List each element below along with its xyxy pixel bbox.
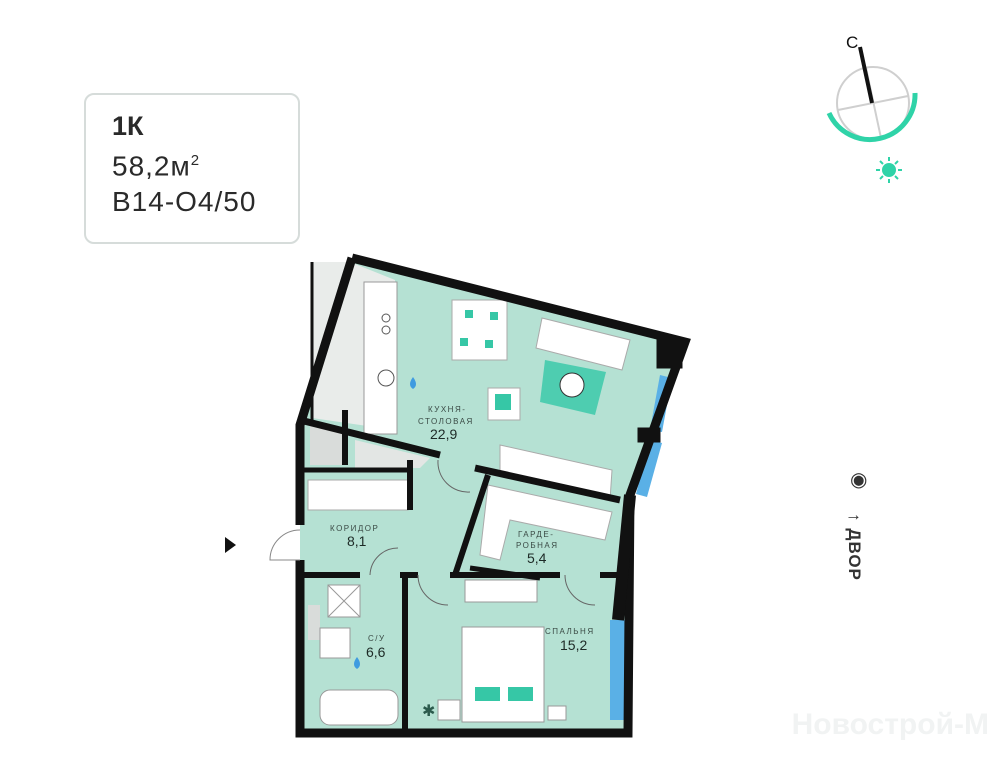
room-area-bathroom: 6,6 [366, 644, 386, 660]
room-label-corridor: КОРИДОР [330, 524, 379, 533]
kitchen-counter [363, 281, 398, 435]
room-label-bathroom: С/У [368, 634, 386, 643]
eye-icon: ◉ [850, 469, 868, 491]
room-area-corridor: 8,1 [347, 533, 367, 549]
room-area-kitchen: 22,9 [430, 426, 457, 442]
watermark: Новострой-М [791, 708, 989, 741]
room-label-wardrobe-2: РОБНАЯ [516, 541, 559, 550]
view-direction: ◉ ↑ ДВОР [842, 465, 882, 605]
sun-icon [876, 157, 902, 183]
room-area-wardrobe: 5,4 [527, 550, 547, 566]
room-label-kitchen: КУХНЯ- [428, 405, 466, 414]
walls [295, 253, 691, 738]
apartment-code: В14-О4/50 [112, 186, 257, 218]
north-label: С [846, 33, 858, 52]
apartment-type: 1К [112, 111, 144, 141]
window [610, 620, 628, 720]
sofa [535, 317, 631, 371]
window [636, 440, 662, 497]
room-label-wardrobe: ГАРДЕ- [518, 530, 554, 539]
bed [461, 626, 545, 723]
entrance-arrow-icon [225, 537, 236, 553]
door[interactable] [564, 574, 596, 606]
dining-table [451, 299, 508, 361]
entrance-door[interactable] [269, 529, 301, 561]
apartment-info-card: 1К 58,2м2 В14-О4/50 [84, 93, 300, 244]
view-label: ↑ ДВОР [844, 513, 864, 581]
door[interactable] [437, 459, 471, 493]
water-drop-icon [410, 377, 416, 389]
room-label-bedroom: СПАЛЬНЯ [545, 627, 595, 636]
plant-icon: ✱ [422, 703, 435, 720]
door[interactable] [369, 547, 399, 576]
water-drop-icon [354, 657, 360, 669]
area-unit-sup: 2 [190, 152, 201, 169]
compass-icon: С [826, 33, 918, 142]
apartment-area: 58,2м2 [112, 143, 298, 184]
room-area-bedroom: 15,2 [560, 637, 587, 653]
area-value: 58,2м [112, 150, 191, 182]
door[interactable] [417, 574, 449, 606]
room-label-kitchen-2: СТОЛОВАЯ [418, 417, 474, 426]
